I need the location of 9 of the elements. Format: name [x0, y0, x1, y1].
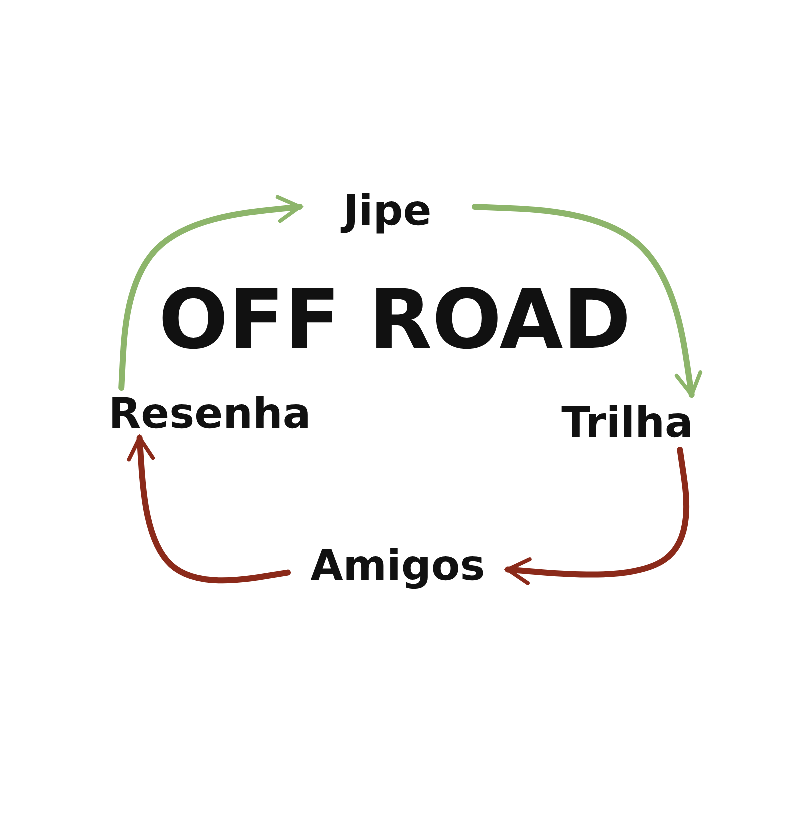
curved-arrow [127, 435, 291, 584]
curved-arrow [472, 204, 703, 398]
curved-arrow [118, 195, 303, 391]
node-label: Resenha [108, 388, 312, 438]
title: OFF ROAD [158, 280, 632, 362]
curved-arrow [505, 447, 690, 586]
node-label: Trilha [562, 398, 694, 447]
node-label: Jipe [343, 186, 432, 234]
node-label: Amigos [310, 540, 486, 590]
